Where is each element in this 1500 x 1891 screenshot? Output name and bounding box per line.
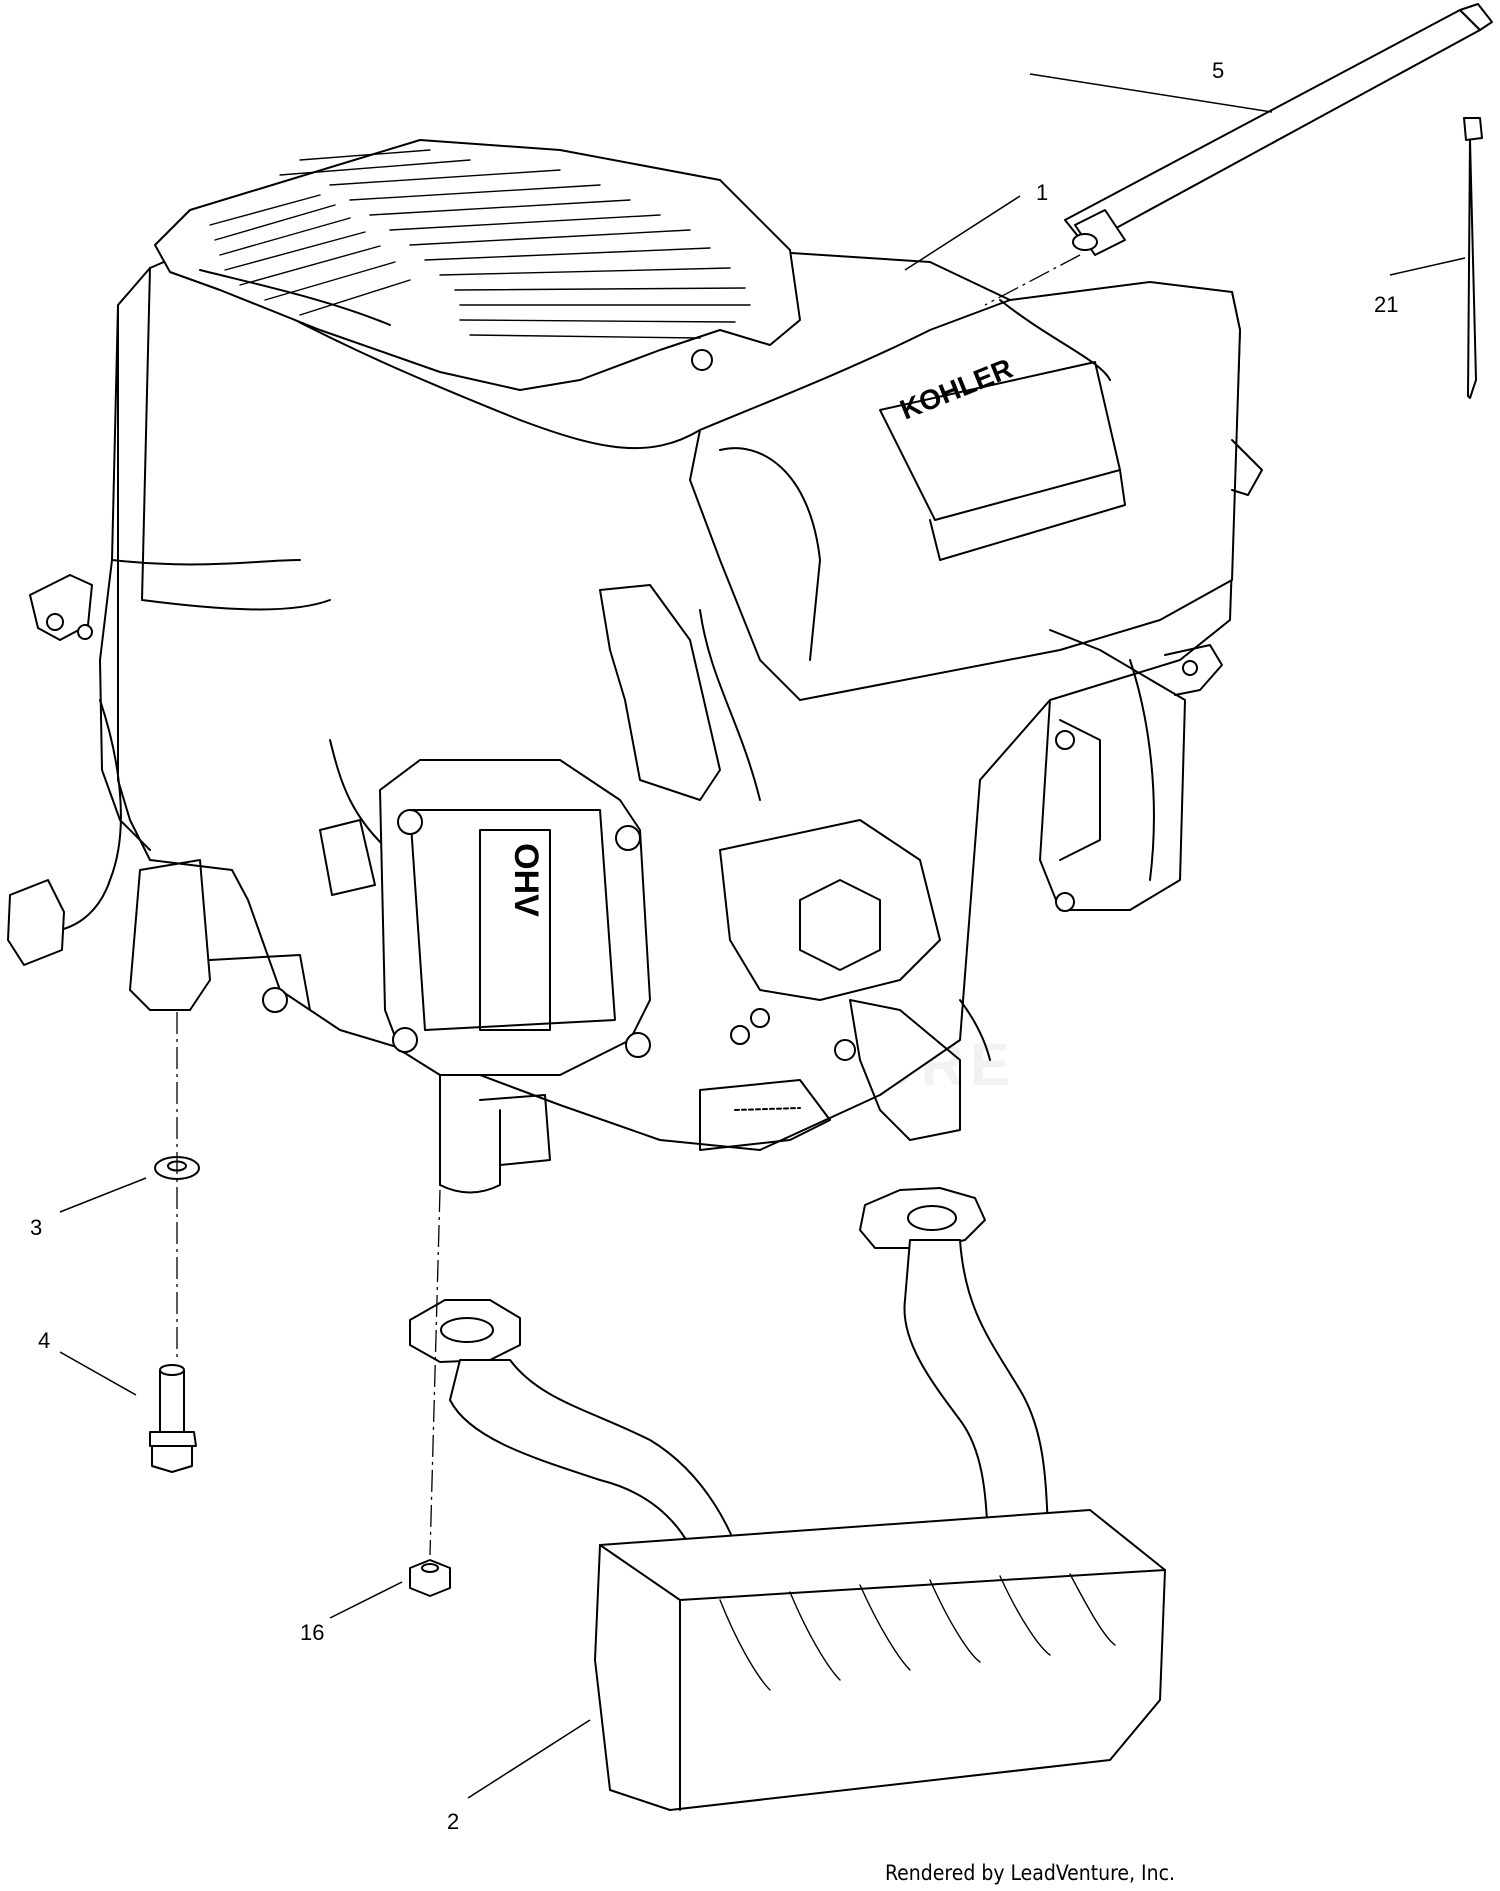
intake-grille-slots <box>209 149 751 339</box>
callout-3: 3 <box>30 1215 42 1240</box>
callout-5: 5 <box>1212 58 1224 83</box>
flange-nut[interactable] <box>409 1559 451 1597</box>
alignment-line-center <box>429 1189 441 1556</box>
flange-bolt[interactable] <box>149 1364 197 1473</box>
muffler[interactable] <box>409 1187 1166 1811</box>
callout-4: 4 <box>38 1328 50 1353</box>
callout-16: 16 <box>300 1620 324 1645</box>
callout-21: 21 <box>1374 292 1398 317</box>
callout-2: 2 <box>447 1809 459 1834</box>
dipstick-tube[interactable] <box>1064 3 1493 256</box>
render-credit: Rendered by LeadVenture, Inc. <box>885 1861 1175 1885</box>
callout-1: 1 <box>1036 180 1048 205</box>
cable-tie[interactable] <box>1463 117 1483 399</box>
muffler-heat-shield-ribs <box>719 1573 1116 1691</box>
engine-assembly[interactable]: KOHLER OHV <box>7 139 1263 1194</box>
valve-cover-label: OHV <box>507 843 545 917</box>
